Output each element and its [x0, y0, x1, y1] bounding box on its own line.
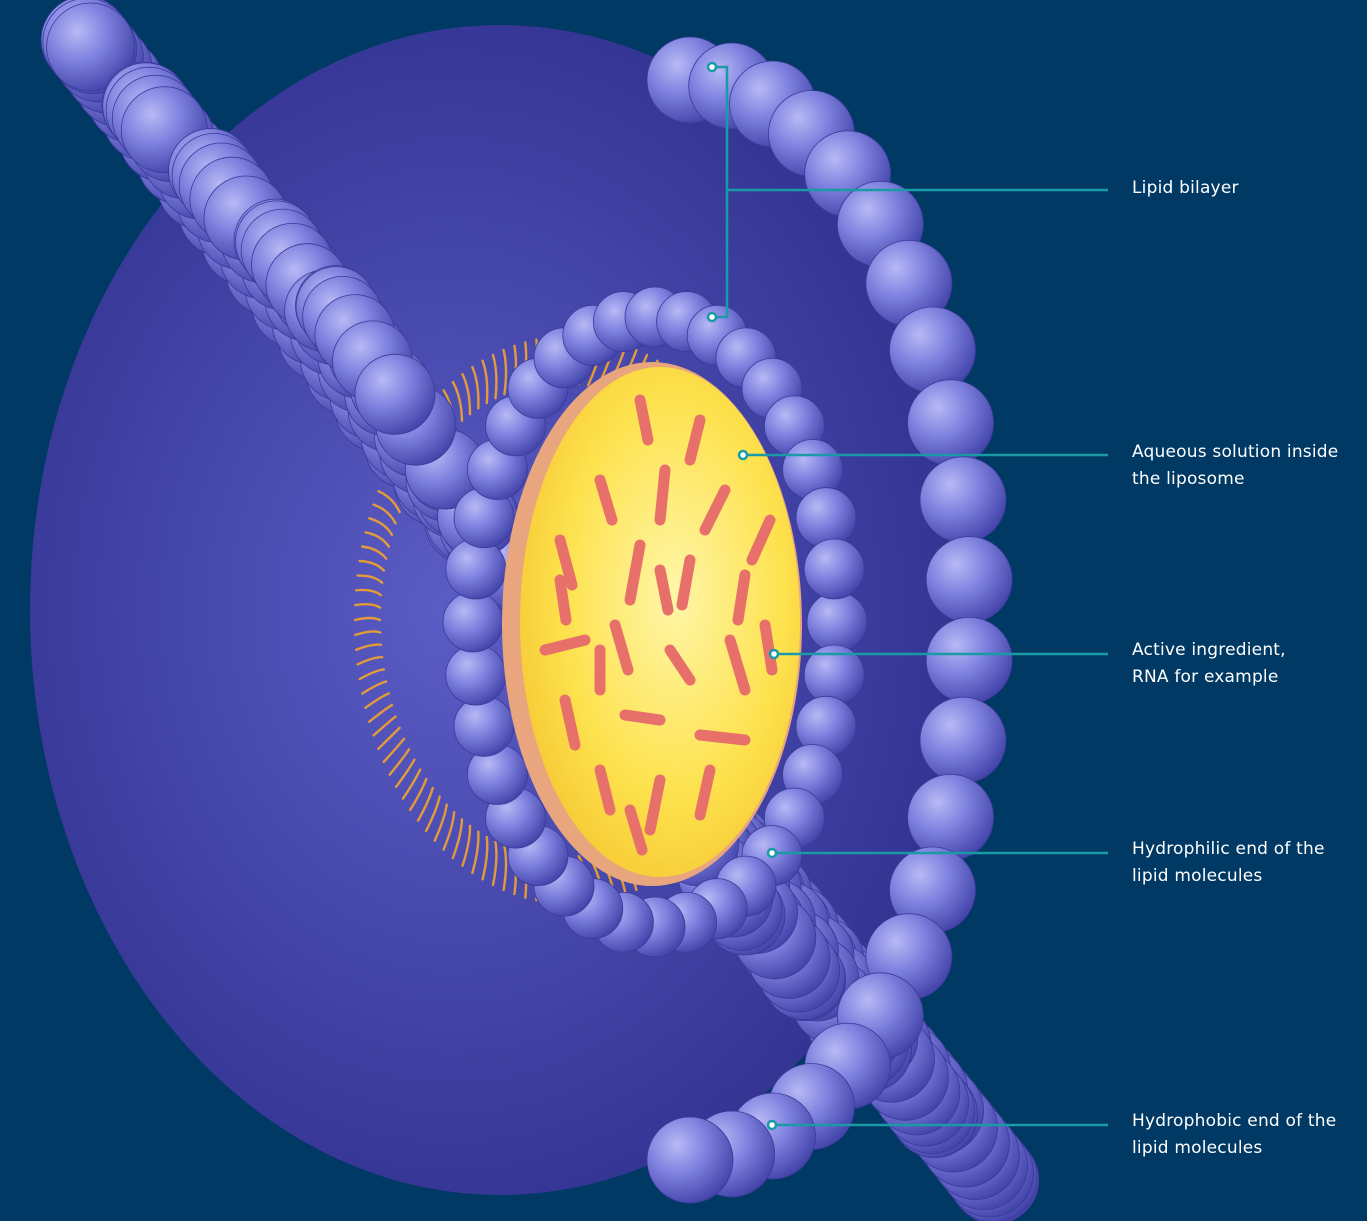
- rna-strand: [560, 580, 566, 620]
- label-aqueous-solution-line1: Aqueous solution inside: [1132, 439, 1357, 466]
- rna-dot: [770, 650, 778, 658]
- lipid-head: [454, 696, 514, 756]
- rna-strand: [660, 470, 665, 520]
- hydrophilic-dot: [768, 849, 776, 857]
- hydrophobic-dot: [768, 1121, 776, 1129]
- lipid-head: [446, 539, 506, 599]
- rna-strand: [738, 575, 745, 620]
- label-aqueous-solution: Aqueous solution inside the liposome: [1132, 439, 1357, 493]
- label-lipid-bilayer-line1: Lipid bilayer: [1132, 175, 1357, 202]
- label-active-ingredient: Active ingredient, RNA for example: [1132, 637, 1357, 691]
- lipid-head: [355, 354, 435, 434]
- label-hydrophobic-end-line1: Hydrophobic end of the: [1132, 1108, 1357, 1135]
- lipid-head: [804, 539, 864, 599]
- lipid-head: [926, 617, 1012, 703]
- rna-strand: [625, 715, 660, 720]
- label-active-ingredient-line1: Active ingredient,: [1132, 637, 1357, 664]
- rna-strand: [765, 625, 772, 670]
- label-hydrophilic-end: Hydrophilic end of the lipid molecules: [1132, 836, 1357, 890]
- lipid-head: [796, 488, 856, 548]
- aqueous-dot: [739, 451, 747, 459]
- label-hydrophilic-end-line1: Hydrophilic end of the: [1132, 836, 1357, 863]
- rna-strand: [700, 735, 745, 740]
- lipid-head: [908, 774, 994, 860]
- lipid-head: [443, 592, 503, 652]
- label-lipid-bilayer: Lipid bilayer: [1132, 175, 1357, 202]
- bilayer-bottom-dot: [708, 313, 716, 321]
- liposome-illustration: [30, 0, 1039, 1221]
- lipid-head: [890, 307, 976, 393]
- lipid-head: [920, 697, 1006, 783]
- label-active-ingredient-line2: RNA for example: [1132, 664, 1357, 691]
- lipid-head: [446, 645, 506, 705]
- lipid-head: [647, 1117, 733, 1203]
- label-hydrophobic-end-line2: lipid molecules: [1132, 1135, 1357, 1162]
- lipid-head: [920, 457, 1006, 543]
- rna-strand: [640, 400, 648, 440]
- label-aqueous-solution-line2: the liposome: [1132, 466, 1357, 493]
- rna-strand: [660, 570, 668, 610]
- label-hydrophilic-end-line2: lipid molecules: [1132, 863, 1357, 890]
- label-hydrophobic-end: Hydrophobic end of the lipid molecules: [1132, 1108, 1357, 1162]
- lipid-head: [908, 380, 994, 466]
- lipid-head: [807, 592, 867, 652]
- bilayer-top-dot: [708, 63, 716, 71]
- lipid-head: [926, 537, 1012, 623]
